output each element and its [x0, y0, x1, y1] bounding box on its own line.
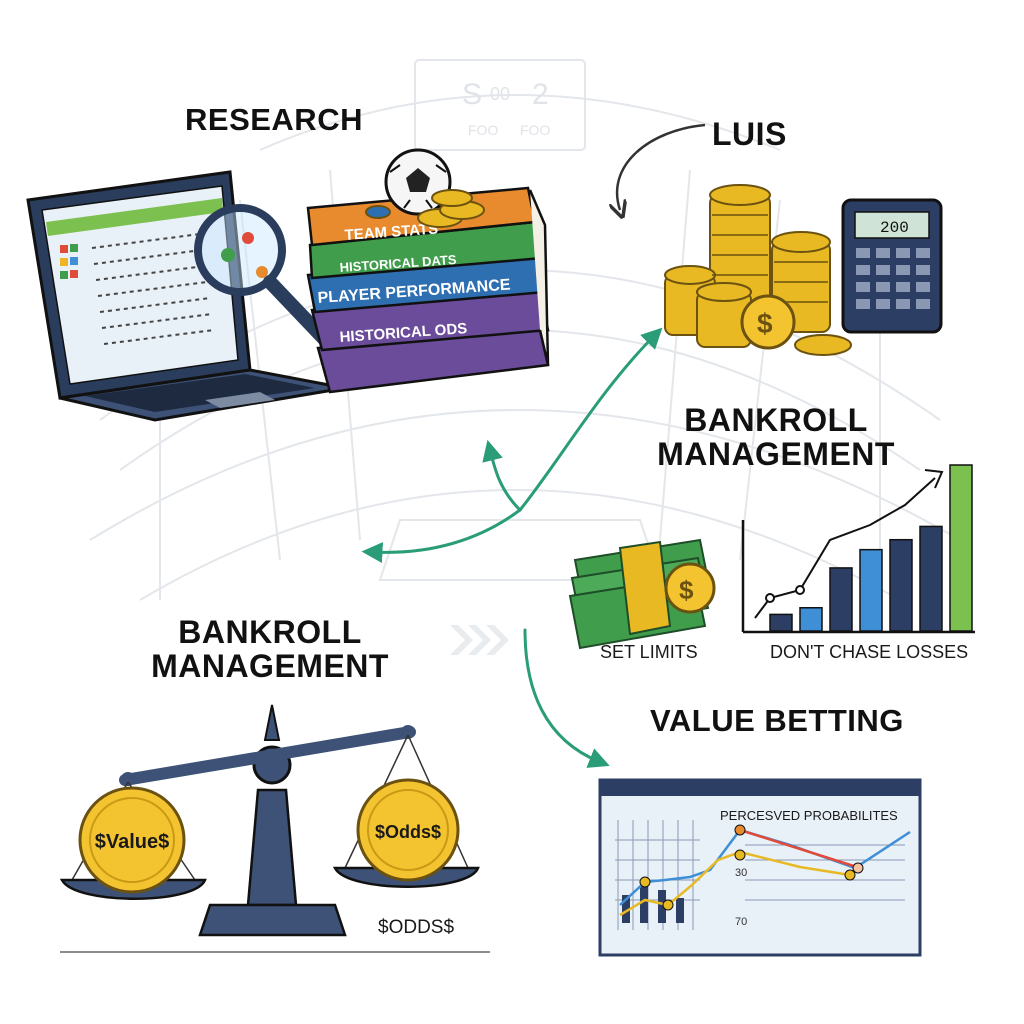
magnifying-glass-icon: [194, 204, 337, 352]
research-title: RESEARCH: [185, 102, 363, 137]
coin-stacks: [664, 184, 852, 356]
cash-stack-icon: $: [568, 538, 716, 650]
growth-bar: [949, 464, 973, 632]
value-betting-screen: PERCESVED PROBABILITES 30 70: [598, 778, 922, 957]
coin-stack-lines: [712, 214, 828, 303]
coin-value-label: $Value$: [95, 831, 170, 853]
book-label-team-stats: TEAM STATS: [344, 221, 439, 244]
chevrons: [450, 625, 509, 655]
growth-bar: [919, 525, 943, 632]
bankroll-right-title-line2: MANAGEMENT: [657, 435, 895, 472]
scoreboard-foo-left: FOO: [468, 122, 498, 138]
growth-bar: [799, 607, 823, 632]
dont-chase-caption: DON'T CHASE LOSSES: [770, 642, 969, 662]
value-chart-title: PERCESVED PROBABILITES: [720, 808, 898, 823]
scoreboard-foo-right: FOO: [520, 122, 550, 138]
coin-odds-label: $Odds$: [375, 822, 441, 842]
laptop-heat-cells: [60, 244, 78, 279]
dollar-coin-icon: $: [740, 294, 796, 350]
coin-pile-small: [365, 189, 485, 228]
scoreboard-right: 2: [532, 78, 549, 111]
calculator-icon: 200: [841, 198, 943, 334]
growth-bar: [889, 538, 913, 632]
laptop-spreadsheet: [91, 233, 215, 345]
arrow-to-value-betting: [523, 628, 610, 768]
odds-caption: $ODDS$: [378, 917, 455, 938]
bankroll-left-title-line1: BANKROLL: [178, 614, 362, 650]
calculator-display: 200: [880, 219, 909, 237]
coin-value: $Value$: [78, 786, 186, 894]
scoreboard-left: S: [462, 78, 482, 111]
value-betting-title: VALUE BETTING: [650, 703, 904, 738]
arrow-to-research: [482, 439, 522, 512]
luis-title: LUIS: [712, 116, 787, 152]
value-axis-label-70: 70: [735, 916, 747, 928]
laptop: [26, 170, 346, 422]
bankroll-right-title-line1: BANKROLL: [684, 402, 868, 438]
dollar-coin-symbol: $: [757, 308, 773, 339]
arrow-to-bankroll-left: [361, 508, 522, 564]
scoreboard: S 00 2 FOO FOO: [462, 78, 550, 138]
growth-bar: [769, 613, 793, 632]
scoreboard-mid: 00: [490, 84, 510, 104]
value-axis-label-30: 30: [735, 867, 747, 879]
bankroll-left-title-line2: MANAGEMENT: [151, 647, 389, 684]
set-limits-caption: SET LIMITS: [600, 642, 698, 662]
growth-bar: [859, 548, 883, 632]
coin-odds: $Odds$: [356, 778, 460, 882]
luis-arrow: [617, 123, 706, 210]
growth-chart: [741, 464, 975, 634]
growth-bars: [769, 464, 973, 632]
bankroll-left-title: BANKROLL MANAGEMENT: [120, 614, 420, 684]
cash-coin-symbol: $: [679, 575, 694, 605]
growth-bar: [829, 567, 853, 632]
arrow-to-luis: [518, 327, 663, 512]
growth-trend-arrowhead: [924, 469, 944, 489]
flow-arrows: [361, 327, 663, 768]
bankroll-right-title: BANKROLL MANAGEMENT: [600, 402, 952, 472]
